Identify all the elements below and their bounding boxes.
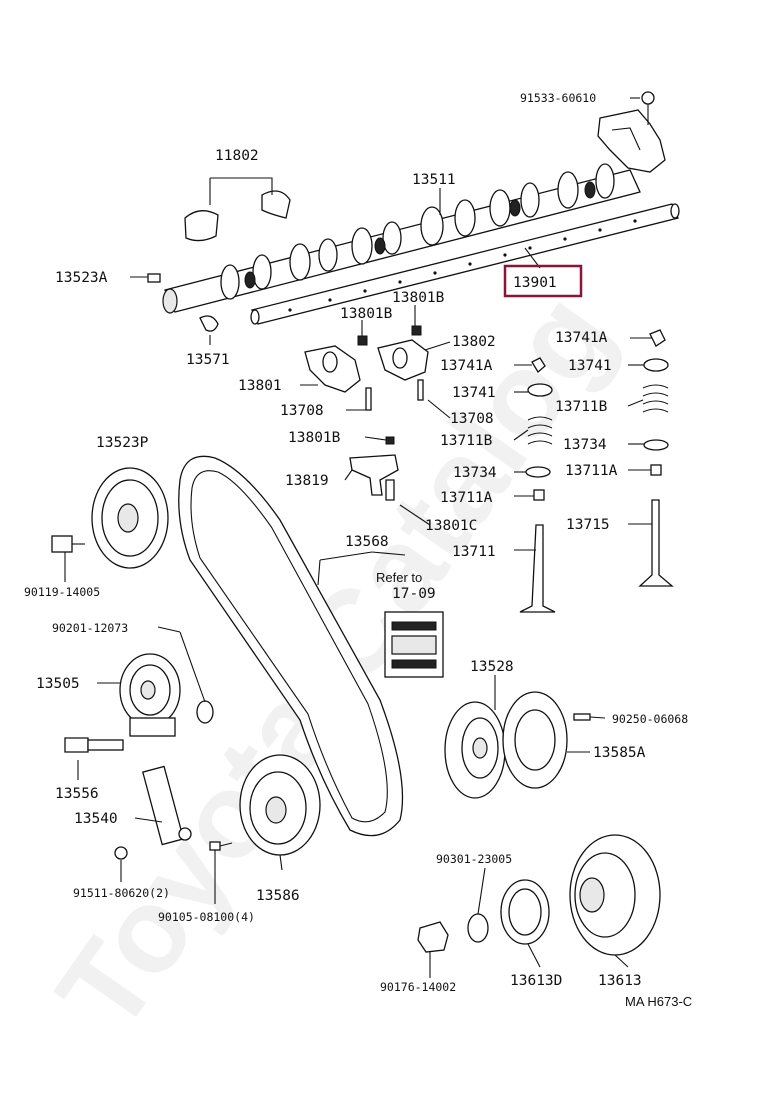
camshaft-pulley[interactable] [91, 467, 169, 569]
oil-seal-13613d[interactable] [500, 879, 550, 945]
label-13708-2[interactable]: 13708 [450, 411, 494, 427]
refer-block[interactable] [384, 611, 444, 678]
diagram-code: MA H673-C [625, 994, 692, 1009]
label-13801b-1[interactable]: 13801B [392, 290, 445, 306]
label-13511[interactable]: 13511 [412, 172, 456, 188]
label-13711[interactable]: 13711 [452, 544, 496, 560]
label-11802[interactable]: 11802 [215, 148, 259, 164]
bolt-90176-14002[interactable] [417, 921, 449, 953]
camshaft[interactable] [162, 163, 641, 314]
label-13523a[interactable]: 13523A [55, 270, 108, 286]
label-13585a[interactable]: 13585A [593, 745, 646, 761]
bolt-13556[interactable] [64, 737, 124, 753]
label-13523p[interactable]: 13523P [96, 435, 149, 451]
bolt-91511-80620[interactable] [114, 846, 128, 860]
valve-parts-center[interactable] [519, 357, 556, 613]
crank-pulley-13613[interactable] [569, 834, 661, 956]
timing-belt[interactable] [178, 455, 404, 837]
rocker-arm-13802[interactable] [377, 339, 429, 401]
label-90105-08100[interactable]: 90105-08100(4) [158, 910, 255, 924]
label-13801c[interactable]: 13801C [425, 518, 477, 534]
label-13613[interactable]: 13613 [598, 973, 642, 989]
washer-90201-12073[interactable] [196, 700, 214, 724]
label-13901[interactable]: 13901 [513, 275, 557, 291]
highlight-box [503, 264, 583, 298]
bolt-90119-14005[interactable] [51, 535, 85, 553]
label-13571[interactable]: 13571 [186, 352, 230, 368]
label-90250-06068[interactable]: 90250-06068 [612, 712, 688, 726]
label-90176-14002[interactable]: 90176-14002 [380, 980, 456, 994]
label-13734-1[interactable]: 13734 [563, 437, 607, 453]
label-13505[interactable]: 13505 [36, 676, 80, 692]
label-13801[interactable]: 13801 [238, 378, 282, 394]
label-13801b-3[interactable]: 13801B [288, 430, 341, 446]
label-13715[interactable]: 13715 [566, 517, 610, 533]
refer-text-1: Refer to [376, 570, 422, 585]
label-13568[interactable]: 13568 [345, 534, 389, 550]
label-13613d[interactable]: 13613D [510, 973, 562, 989]
refer-text-2[interactable]: 17-09 [392, 586, 436, 602]
label-13741-1[interactable]: 13741 [568, 358, 612, 374]
label-91533-60610[interactable]: 91533-60610 [520, 91, 596, 105]
crankshaft-pulley-13586[interactable] [239, 754, 321, 856]
ring-90301-23005[interactable] [467, 913, 489, 943]
label-90301-23005[interactable]: 90301-23005 [436, 852, 512, 866]
label-13540[interactable]: 13540 [74, 811, 118, 827]
plug-13523a[interactable] [147, 273, 161, 283]
valve-parts-right[interactable] [638, 329, 674, 587]
pin-90250-06068[interactable] [573, 713, 591, 721]
label-13528[interactable]: 13528 [470, 659, 514, 675]
rocker-13819[interactable] [349, 436, 399, 501]
label-13711b-1[interactable]: 13711B [555, 399, 608, 415]
label-13741a-1[interactable]: 13741A [555, 330, 608, 346]
label-13819[interactable]: 13819 [285, 473, 329, 489]
tensioner-pulley[interactable] [119, 653, 181, 737]
label-13586[interactable]: 13586 [256, 888, 300, 904]
clip-13571[interactable] [199, 315, 219, 332]
label-13556[interactable]: 13556 [55, 786, 99, 802]
label-13711b-2[interactable]: 13711B [440, 433, 493, 449]
camshaft-bearings[interactable] [184, 177, 291, 242]
plate-13585a[interactable] [502, 691, 568, 789]
label-90201-12073[interactable]: 90201-12073 [52, 621, 128, 635]
label-13711a-2[interactable]: 13711A [440, 490, 493, 506]
rocker-arm-13801[interactable] [304, 345, 372, 411]
label-13741a-2[interactable]: 13741A [440, 358, 493, 374]
rocker-shaft[interactable] [250, 203, 680, 325]
tension-spring-13540[interactable] [142, 765, 192, 846]
label-13734-2[interactable]: 13734 [453, 465, 497, 481]
label-90119-14005[interactable]: 90119-14005 [24, 585, 100, 599]
drive-pulley-13528[interactable] [444, 701, 506, 799]
leader-lines [64, 97, 652, 978]
label-13711a-1[interactable]: 13711A [565, 463, 618, 479]
label-13802[interactable]: 13802 [452, 334, 496, 350]
camshaft-bearing-cap[interactable] [597, 91, 666, 173]
label-13741-2[interactable]: 13741 [452, 385, 496, 401]
labels: 91533-60610 11802 13511 13523A 13901 138… [24, 91, 692, 1009]
label-91511-80620[interactable]: 91511-80620(2) [73, 886, 170, 900]
label-13801b-2[interactable]: 13801B [340, 306, 393, 322]
label-13708-1[interactable]: 13708 [280, 403, 324, 419]
